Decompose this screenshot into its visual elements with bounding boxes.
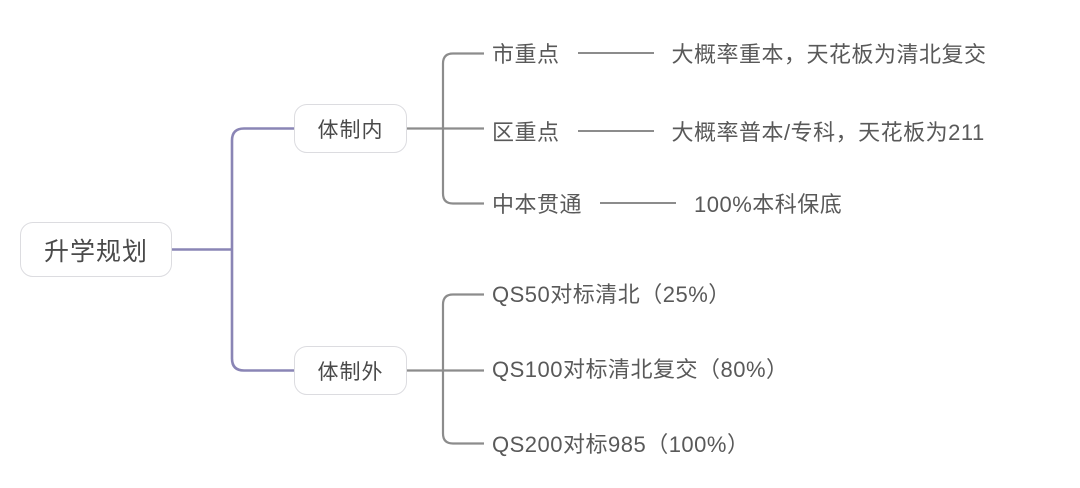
leaf-label: QS50对标清北（25%） (492, 282, 731, 307)
leaf-node[interactable]: QS50对标清北（25%） (492, 278, 731, 308)
leaf-node[interactable]: QS200对标985（100%） (492, 428, 749, 458)
leaf-label: 中本贯通 (492, 192, 583, 217)
leaf-label: QS100对标清北复交（80%） (492, 357, 789, 382)
node-branch-label: 体制外 (317, 360, 384, 384)
leaf-node[interactable]: 市重点 大概率重本，天花板为清北复交 (492, 38, 987, 68)
connector-branch1-bracket (441, 293, 484, 445)
leaf-detail: 100%本科保底 (694, 192, 843, 217)
leaf-separator-line (577, 130, 654, 132)
node-branch-tizhiwai[interactable]: 体制外 (294, 346, 407, 395)
leaf-node[interactable]: 中本贯通 100%本科保底 (492, 188, 842, 218)
leaf-label: QS200对标985（100%） (492, 432, 750, 457)
leaf-label: 市重点 (492, 42, 560, 67)
leaf-label: 区重点 (492, 120, 560, 145)
connector-branch0-bracket (441, 52, 484, 205)
node-branch-label: 体制内 (317, 118, 384, 142)
leaf-detail: 大概率普本/专科，天花板为211 (671, 120, 985, 145)
leaf-node[interactable]: QS100对标清北复交（80%） (492, 353, 789, 383)
leaf-detail: 大概率重本，天花板为清北复交 (671, 42, 987, 67)
node-root-label: 升学规划 (43, 237, 148, 266)
leaf-node[interactable]: 区重点 大概率普本/专科，天花板为211 (492, 116, 985, 146)
node-root[interactable]: 升学规划 (20, 222, 172, 277)
connector-root-bracket (230, 127, 294, 372)
leaf-separator-line (600, 202, 677, 204)
node-branch-tizhinei[interactable]: 体制内 (294, 104, 407, 153)
leaf-separator-line (577, 52, 654, 54)
